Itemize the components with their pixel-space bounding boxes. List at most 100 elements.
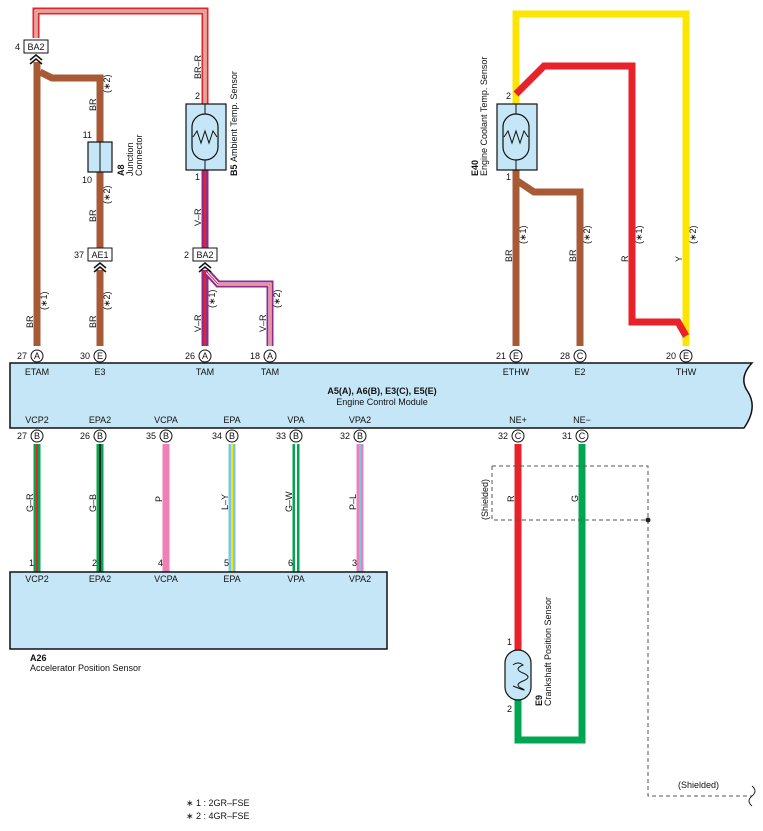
svg-text:BA2: BA2 [196, 250, 213, 260]
wire-label-thw-r: R (∗1) [620, 225, 644, 262]
ecm-terminal-epa2: EPA2 B 26 [80, 415, 111, 443]
accelerator-position-sensor-a26 [9, 571, 388, 650]
svg-text:A: A [34, 351, 40, 361]
connector-ae1: AE1 37 [74, 247, 113, 273]
svg-text:E: E [97, 351, 103, 361]
svg-text:Connector: Connector [134, 134, 144, 176]
connector-ba2-top: BA2 4 [15, 39, 49, 65]
svg-text:6: 6 [288, 558, 293, 568]
legend-star1: ∗ 1 : 2GR–FSE [186, 798, 250, 808]
svg-text:2: 2 [195, 91, 200, 101]
svg-text:4: 4 [158, 558, 163, 568]
a26-name: Accelerator Position Sensor [30, 663, 141, 673]
wire-ne-minus-g [514, 444, 586, 744]
svg-text:(∗1): (∗1) [207, 289, 217, 308]
wire-label-vpa: G–W [284, 491, 294, 512]
wire-thw-y [512, 10, 690, 346]
svg-text:33: 33 [276, 431, 286, 441]
wire-label-ne-plus: R [506, 495, 516, 502]
wire-label-tam-18: V–R (∗2) [258, 289, 282, 332]
wire-label-ethw: BR (∗1) [504, 225, 528, 262]
ecm-terminal-epa: EPA B 34 [212, 415, 241, 443]
svg-text:VCPA: VCPA [154, 574, 178, 584]
svg-text:B: B [97, 431, 103, 441]
svg-text:Junction: Junction [125, 142, 135, 176]
connector-ba2-mid: BA2 2 [184, 247, 218, 273]
a26-terminals: 1 VCP2 2 EPA2 4 VCPA 5 EPA 6 VPA 3 VPA2 [25, 558, 371, 584]
svg-text:Y: Y [674, 256, 684, 262]
svg-text:31: 31 [562, 431, 572, 441]
svg-text:2: 2 [184, 250, 189, 260]
shield-junction [645, 517, 651, 523]
svg-text:30: 30 [80, 351, 90, 361]
svg-text:BR: BR [504, 249, 514, 262]
svg-text:EPA2: EPA2 [89, 415, 111, 425]
legend-star2: ∗ 2 : 4GR–FSE [186, 811, 250, 821]
wire-brr [32, 7, 209, 104]
svg-text:(∗2): (∗2) [272, 289, 282, 308]
svg-text:EPA: EPA [223, 574, 240, 584]
svg-text:VPA2: VPA2 [349, 415, 371, 425]
svg-text:BR: BR [88, 209, 98, 222]
ecm-terminal-thw: E 20 THW [666, 349, 697, 377]
wire-a8-br [38, 68, 104, 142]
wire-label-etam: BR (∗1) [25, 291, 49, 328]
svg-text:A8: A8 [116, 164, 126, 176]
svg-text:TAM: TAM [261, 367, 279, 377]
svg-text:27: 27 [17, 431, 27, 441]
wire-label-vr: V–R [193, 208, 203, 226]
ecm-terminal-tam-18: A 18 TAM [250, 349, 279, 377]
shield-label-upper: (Shielded) [480, 479, 490, 520]
wire-label-vcpa: P [154, 496, 164, 502]
svg-text:VCP2: VCP2 [25, 574, 49, 584]
svg-text:BA2: BA2 [27, 42, 44, 52]
svg-text:VCP2: VCP2 [25, 415, 49, 425]
ecm-terminal-vcp2: VCP2 B 27 [17, 415, 49, 443]
svg-text:TAM: TAM [196, 367, 214, 377]
wire-e2-br [514, 177, 584, 346]
svg-text:VPA2: VPA2 [349, 574, 371, 584]
wire-vr [201, 170, 274, 346]
junction-connector-a8: 11 10 A8 Junction Connector [82, 130, 144, 185]
wire-label-ne-minus: G [570, 495, 580, 502]
svg-text:E: E [513, 351, 519, 361]
svg-text:B: B [163, 431, 169, 441]
svg-text:NE+: NE+ [509, 415, 527, 425]
svg-text:NE−: NE− [573, 415, 591, 425]
svg-text:VPA: VPA [287, 415, 304, 425]
svg-text:VCPA: VCPA [154, 415, 178, 425]
wire-label-brr: BR–R [193, 54, 203, 79]
svg-text:B: B [293, 431, 299, 441]
svg-text:A: A [267, 351, 273, 361]
svg-text:(∗2): (∗2) [582, 225, 592, 244]
svg-text:B5: B5 [229, 164, 239, 176]
svg-text:E40: E40 [470, 160, 480, 176]
svg-text:AE1: AE1 [91, 250, 108, 260]
wire-label-vpa2: P–L [348, 494, 358, 510]
svg-text:BR: BR [25, 315, 35, 328]
ecm-terminal-ethw: E 21 ETHW [496, 349, 530, 377]
svg-text:ETHW: ETHW [503, 367, 530, 377]
svg-text:(∗1): (∗1) [518, 225, 528, 244]
svg-text:Engine Coolant Temp. Sensor: Engine Coolant Temp. Sensor [479, 57, 489, 176]
ecm-terminal-ne-minus: NE− C 31 [562, 415, 591, 443]
svg-text:11: 11 [83, 130, 92, 140]
svg-text:37: 37 [74, 250, 84, 260]
svg-text:(∗2): (∗2) [102, 74, 112, 93]
ecm-ids: A5(A), A6(B), E3(C), E5(E) [327, 386, 436, 396]
svg-text:E: E [683, 351, 689, 361]
svg-text:Ambient Temp. Sensor: Ambient Temp. Sensor [229, 71, 239, 162]
wire-label-epa: L–Y [220, 494, 230, 510]
svg-text:E9: E9 [534, 695, 544, 706]
a26-id: A26 [30, 653, 47, 663]
svg-text:20: 20 [666, 351, 676, 361]
svg-text:B: B [229, 431, 235, 441]
svg-text:B: B [357, 431, 363, 441]
svg-text:E2: E2 [574, 367, 585, 377]
svg-text:34: 34 [212, 431, 222, 441]
svg-text:(∗2): (∗2) [688, 225, 698, 244]
shield-label-lower: (Shielded) [678, 780, 719, 790]
svg-text:28: 28 [560, 351, 570, 361]
svg-text:35: 35 [146, 431, 156, 441]
svg-text:21: 21 [496, 351, 506, 361]
